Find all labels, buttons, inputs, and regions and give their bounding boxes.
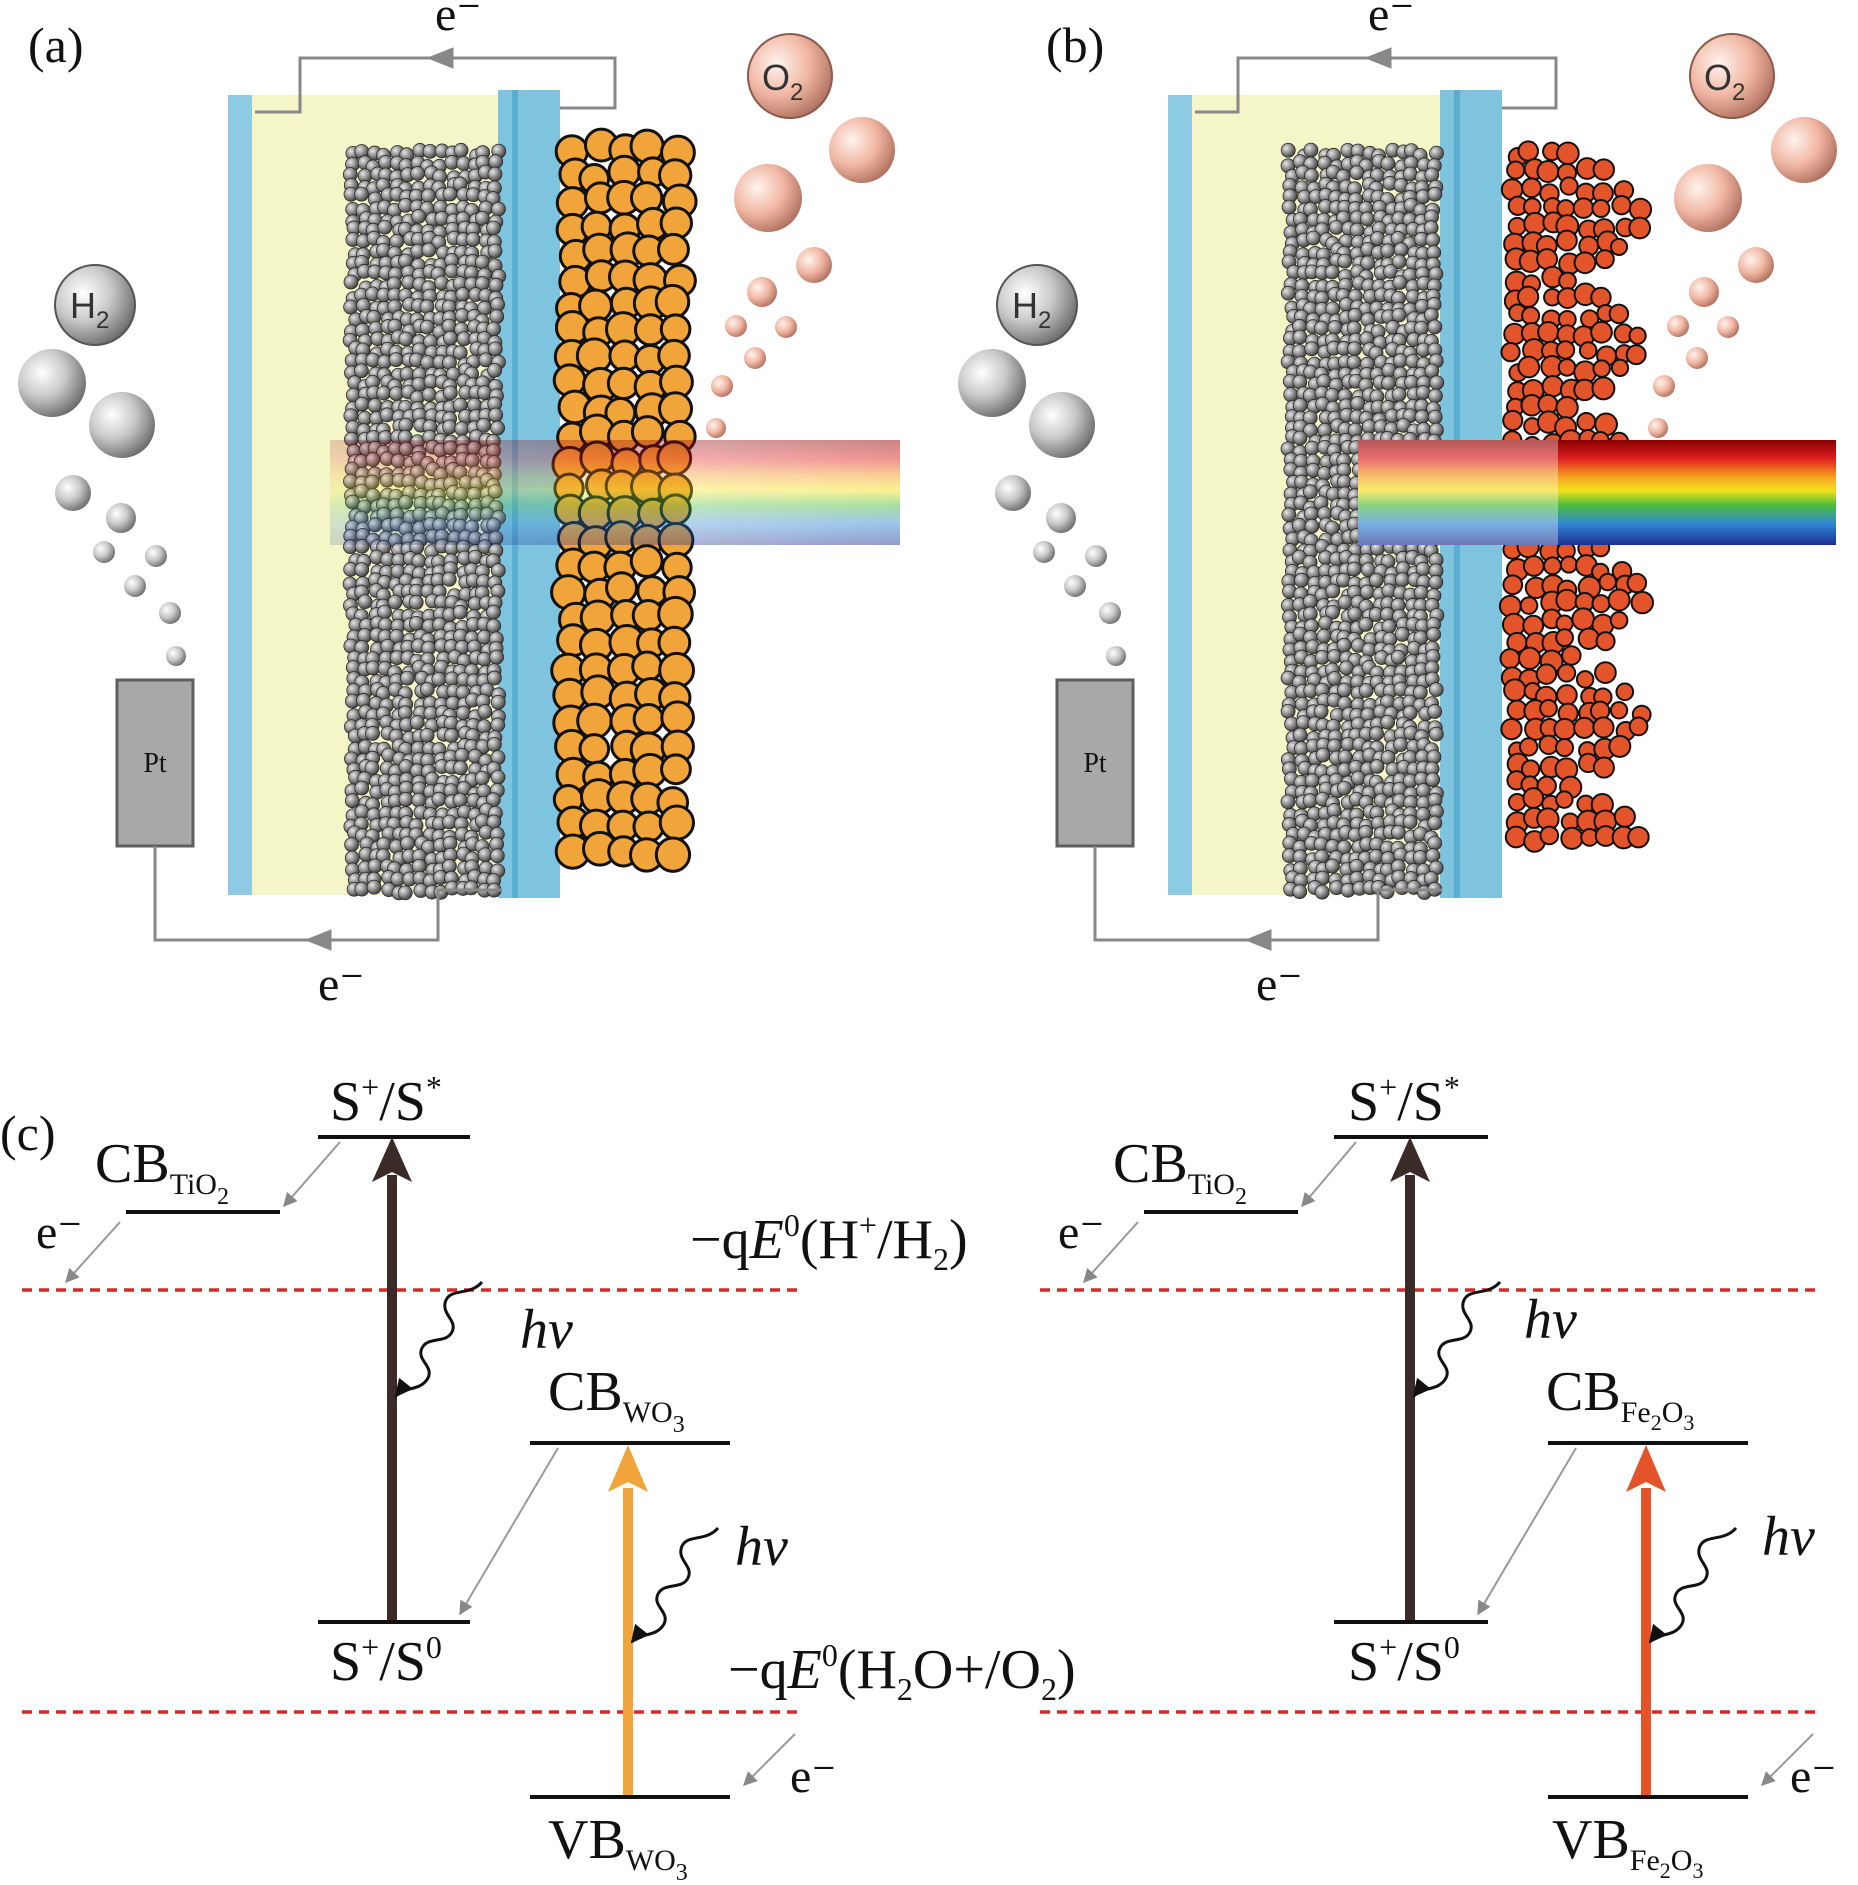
photon-label: hv — [1524, 1289, 1577, 1351]
pt-electrode — [1055, 678, 1135, 848]
recombination-arrow — [459, 1447, 559, 1616]
dye-excited-label: S+/S* — [330, 1069, 442, 1133]
photon-wave — [1412, 1280, 1502, 1398]
panel-c-tag: (c) — [0, 1105, 56, 1161]
panel-b-tag: (b) — [1046, 17, 1104, 73]
photon-label: hv — [735, 1516, 788, 1578]
o2-bubbles: O2 — [1648, 33, 1837, 438]
wo3-cb-label: CBWO3 — [548, 1361, 685, 1438]
o2-label: O2 — [762, 57, 803, 106]
wo3-vb-label: VBWO3 — [548, 1809, 688, 1885]
h2-bubbles: H2 — [18, 264, 186, 666]
o2-potential-label: −qE0(H2O+/O2) — [728, 1637, 1076, 1707]
tio2-cb-label: CBTiO2 — [95, 1133, 229, 1210]
dye-excited-label: S+/S* — [1348, 1069, 1460, 1133]
electron-top-label: e⁻ — [1368, 0, 1415, 41]
dye-ground-label: S+/S0 — [330, 1629, 442, 1693]
dyed-tio2-film — [1280, 142, 1445, 900]
light-beam — [330, 440, 900, 545]
fe2o3-vb-label: VBFe2O3 — [1552, 1809, 1703, 1883]
panel-a-dssc-wo3: (a) Pt e⁻ e⁻ H2 — [18, 0, 900, 1011]
bottom-wire — [153, 846, 502, 942]
fe2o3-cb-label: CBFe2O3 — [1546, 1361, 1694, 1435]
pt-label: Pt — [1083, 748, 1107, 779]
photon-wave — [630, 1526, 720, 1644]
energy-scheme-fe2o3: hv hv S+/S* S+/S0 CBTiO2 CBFe2O3 VBFe2O3… — [1058, 1069, 1837, 1883]
panel-a-tag: (a) — [28, 17, 84, 73]
light-beam — [1358, 440, 1836, 545]
pt-electrode — [115, 678, 195, 848]
panel-c-energy-diagram: (c) −qE0(H+/H2) −qE0(H2O+/O2) — [0, 1069, 1837, 1885]
dye-ground-label: S+/S0 — [1348, 1629, 1460, 1693]
photon-wave — [394, 1280, 484, 1398]
panel-b-dssc-fe2o3: (b) Pt e⁻ e⁻ H2 — [958, 0, 1837, 1011]
energy-scheme-wo3: hv hv S+/S* S+/S0 CBTiO2 CBWO3 VBWO3 e⁻ … — [36, 1069, 837, 1885]
h2-label: H2 — [70, 285, 109, 334]
h2-label: H2 — [1012, 285, 1051, 334]
o2-label: O2 — [1704, 57, 1745, 106]
electron-in-label: e⁻ — [1790, 1750, 1837, 1803]
counter-glass — [228, 95, 252, 895]
photon-label: hv — [1762, 1506, 1815, 1568]
electron-in-arrow — [1761, 1733, 1814, 1786]
electron-in-label: e⁻ — [790, 1750, 837, 1803]
injection-arrow — [283, 1141, 341, 1208]
tio2-cb-label: CBTiO2 — [1113, 1133, 1247, 1210]
h2-bubbles: H2 — [958, 264, 1126, 666]
o2-bubbles: O2 — [706, 33, 895, 438]
injection-arrow — [1301, 1141, 1357, 1208]
electron-top-label: e⁻ — [435, 0, 482, 41]
bottom-wire — [1093, 846, 1442, 942]
electron-bottom-label: e⁻ — [1256, 958, 1303, 1011]
electron-bottom-label: e⁻ — [318, 958, 365, 1011]
electron-out-label: e⁻ — [1058, 1206, 1105, 1259]
electron-out-arrow — [1083, 1221, 1139, 1284]
electron-out-label: e⁻ — [36, 1206, 83, 1259]
h2-potential-label: −qE0(H+/H2) — [690, 1207, 968, 1277]
photon-label: hv — [520, 1299, 573, 1361]
recombination-arrow — [1477, 1447, 1577, 1616]
photon-wave — [1648, 1526, 1738, 1644]
electron-in-arrow — [743, 1733, 796, 1786]
counter-glass — [1168, 95, 1192, 895]
pt-label: Pt — [143, 748, 167, 779]
electron-out-arrow — [65, 1221, 121, 1284]
